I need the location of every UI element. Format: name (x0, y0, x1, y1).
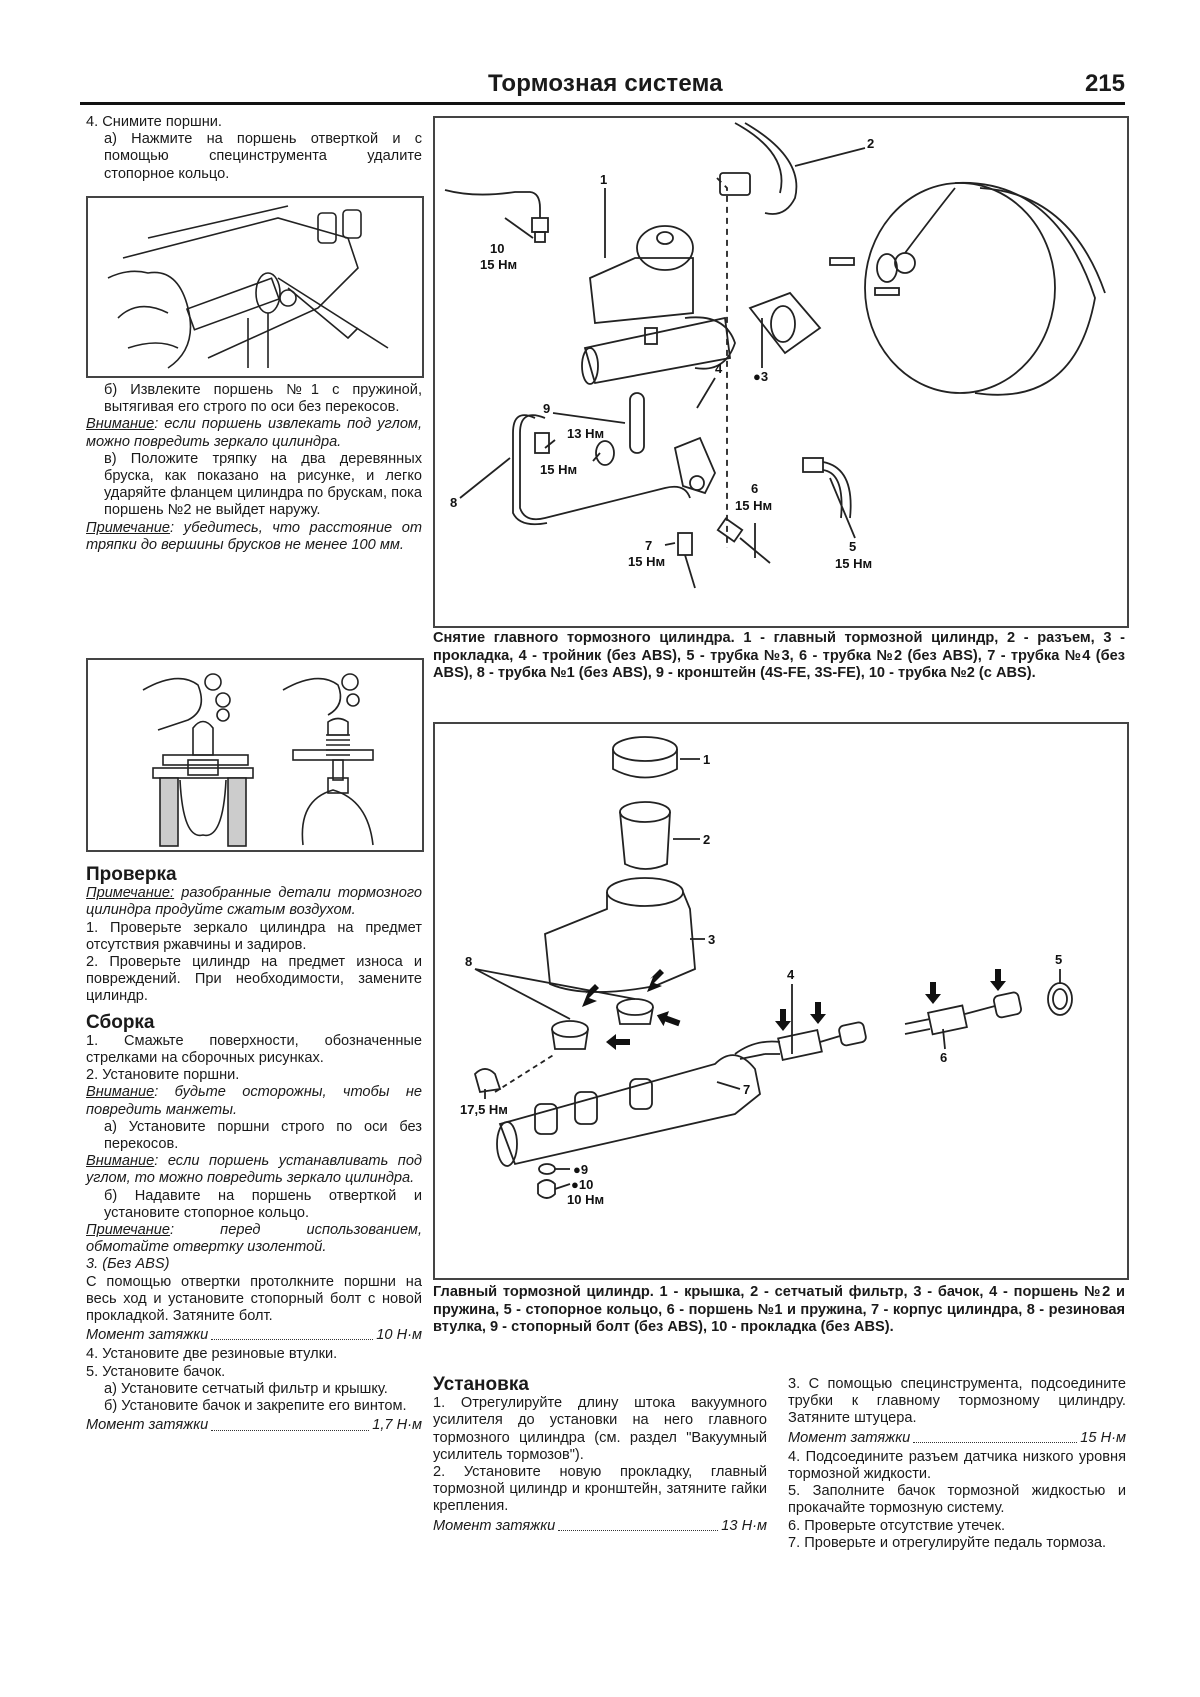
label-3: ●3 (753, 369, 768, 384)
warning-3: Внимание: если поршень устанавливать под… (86, 1153, 422, 1187)
label-6: 6 (940, 1050, 947, 1065)
installation-column-1: Установка 1. Отрегулируйте длину штока в… (433, 1374, 767, 1537)
asm-2a: а) Установите поршни строго по оси без п… (104, 1118, 422, 1153)
warning-label: Внимание (86, 416, 155, 433)
label-7: 7 (743, 1082, 750, 1097)
label-bolt-torque: 17,5 Нм (460, 1102, 508, 1117)
label-9-torque: 13 Нм (567, 426, 604, 441)
note-1: Примечание: убедитесь, что расстояние от… (86, 519, 422, 553)
left-column-mid: б) Извлеките поршень №1 с пружиной, вытя… (86, 382, 422, 554)
asm-5a: а) Установите сетчатый фильтр и крышку. (104, 1380, 388, 1397)
label-6: 6 (751, 481, 758, 496)
note-3: Примечание: перед использованием, обмота… (86, 1222, 422, 1256)
label-7: 7 (645, 538, 652, 553)
label-5: 5 (849, 539, 856, 554)
inst-5: 5. Заполните бачок тормозной жидкостью и… (788, 1483, 1126, 1517)
label-1: 1 (600, 172, 607, 187)
step-4a: а) Нажмите на поршень отверткой и с помо… (104, 131, 422, 182)
label-8: 8 (450, 495, 457, 510)
label-10-torque: 15 Нм (480, 257, 517, 272)
snap-ring-removal-drawing (107, 205, 389, 369)
figure-master-cylinder-exploded: 1 2 3 4 5 6 7 8 ●9 ●10 10 Нм 17,5 Нм (433, 722, 1129, 1280)
label-1: 1 (703, 752, 710, 767)
inst-1: 1. Отрегулируйте длину штока вакуумного … (433, 1395, 767, 1463)
page-title: Тормозная система (488, 70, 723, 97)
asm-5: 5. Установите бачок. (86, 1363, 226, 1380)
check-1: 1. Проверьте зеркало цилиндра на предмет… (86, 919, 422, 953)
label-6-torque: 15 Нм (735, 498, 772, 513)
inst-3: 3. С помощью специнструмента, подсоедини… (788, 1376, 1126, 1427)
illustration-remove-snap-ring (86, 196, 424, 378)
check-heading: Проверка (86, 864, 177, 885)
asm-2b: б) Надавите на поршень отверткой и устан… (104, 1187, 422, 1221)
label-3: 3 (708, 932, 715, 947)
installation-heading: Установка (433, 1374, 529, 1395)
figure-master-cylinder-removal: 1 2 ●3 4 5 15 Нм 6 15 Нм 7 15 Нм 8 9 13 … (433, 116, 1129, 628)
asm-1: 1. Смажьте поверхности, обозначенные стр… (86, 1032, 422, 1067)
assembly-heading: Сборка (86, 1011, 155, 1033)
asm-3-text: С помощью отвертки протолкните поршни на… (86, 1273, 422, 1325)
left-column-top: 4. Снимите поршни. а) Нажмите на поршень… (86, 114, 422, 183)
step-4: 4. Снимите поршни. (86, 114, 222, 130)
label-10-torque: 10 Нм (567, 1192, 604, 1207)
warning-2: Внимание: будьте осторожны, чтобы не пов… (86, 1084, 422, 1118)
asm-2: 2. Установите поршни. (86, 1067, 240, 1084)
left-column-bottom: Проверка Примечание: разобранные детали … (86, 858, 422, 1437)
label-4: 4 (787, 967, 795, 982)
asm-3-title: 3. (Без ABS) (86, 1256, 170, 1273)
figure-1-caption: Снятие главного тормозного цилиндра. 1 -… (433, 630, 1125, 681)
piston-blocks-drawing (142, 673, 374, 847)
installation-column-2: 3. С помощью специнструмента, подсоедини… (788, 1376, 1126, 1552)
label-8-torque: 15 Нм (540, 462, 577, 477)
label-2: 2 (703, 832, 710, 847)
note-label: Примечание (86, 519, 171, 536)
master-cylinder-removal-diagram: 1 2 ●3 4 5 15 Нм 6 15 Нм 7 15 Нм 8 9 13 … (444, 122, 1106, 589)
illustration-piston-removal-blocks (86, 658, 424, 852)
header-rule (80, 102, 1125, 105)
label-4: 4 (715, 361, 723, 376)
label-10: 10 (490, 241, 504, 256)
inst-2: 2. Установите новую прокладку, главный т… (433, 1464, 767, 1515)
label-5: 5 (1055, 952, 1062, 967)
label-5-torque: 15 Нм (835, 556, 872, 571)
figure-2-caption: Главный тормозной цилиндр. 1 - крышка, 2… (433, 1284, 1125, 1335)
label-8: 8 (465, 954, 472, 969)
inst-7: 7. Проверьте и отрегулируйте педаль торм… (788, 1534, 1107, 1551)
inst-4: 4. Подсоедините разъем датчика низкого у… (788, 1448, 1126, 1483)
note-2: Примечание: разобранные детали тормозног… (86, 885, 422, 919)
asm-5b: б) Установите бачок и закрепите его винт… (104, 1398, 407, 1415)
label-7-torque: 15 Нм (628, 554, 665, 569)
label-10: ●10 (571, 1177, 593, 1192)
master-cylinder-exploded-diagram: 1 2 3 4 5 6 7 8 ●9 ●10 10 Нм 17,5 Нм (460, 736, 1073, 1207)
asm-4: 4. Установите две резиновые втулки. (86, 1346, 338, 1363)
page-header: Тормозная система 215 (80, 64, 1125, 105)
label-2: 2 (867, 136, 874, 151)
step-4b: б) Извлеките поршень №1 с пружиной, вытя… (104, 382, 422, 416)
label-9: ●9 (573, 1162, 588, 1177)
step-4v: в) Положите тряпку на два деревянных бру… (104, 450, 422, 519)
page-number: 215 (1084, 70, 1125, 97)
check-2: 2. Проверьте цилиндр на предмет износа и… (86, 954, 422, 1005)
inst-6: 6. Проверьте отсутствие утечек. (788, 1517, 1006, 1534)
warning-1: Внимание: если поршень извлекать под угл… (86, 416, 422, 450)
label-9: 9 (543, 401, 550, 416)
